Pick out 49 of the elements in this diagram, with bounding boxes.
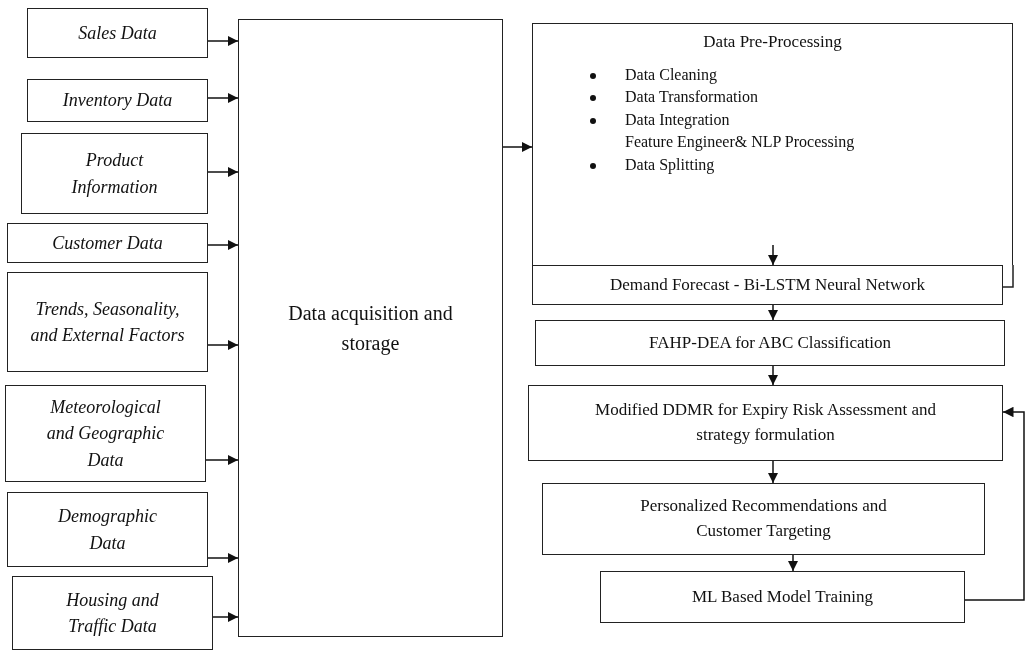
arrow: [787, 554, 799, 572]
box-label: FAHP-DEA for ABC Classification: [649, 331, 891, 354]
box-label: Meteorological and Geographic Data: [45, 396, 166, 472]
data-source-box: [21, 133, 208, 214]
box-label: Inventory Data: [62, 89, 173, 113]
list-item-text: Data Splitting: [625, 155, 715, 173]
box-label: Customer Data: [52, 231, 163, 255]
data-source-box: [27, 8, 208, 58]
box-label: Personalized Recommendations and Customer Targeting: [639, 495, 888, 542]
process-box: [238, 19, 503, 637]
list-item-text: Data Integration: [625, 110, 730, 128]
arrow: [205, 454, 239, 466]
arrow: [212, 611, 239, 623]
arrow: [502, 141, 533, 153]
process-box: [600, 571, 965, 623]
box-label: ML Based Model Training: [691, 585, 874, 608]
box-label: Data acquisition and storage: [287, 301, 454, 357]
data-source-box: [5, 385, 206, 482]
list-item-text: Data Transformation: [625, 88, 758, 106]
arrow: [207, 35, 239, 47]
arrow: [767, 304, 779, 321]
list-item-text: Feature Engineer& NLP Processing: [625, 133, 855, 151]
arrow: [207, 552, 239, 564]
process-box: [532, 265, 1003, 305]
data-source-box: [27, 79, 208, 122]
arrow: [207, 239, 239, 251]
data-source-box: [7, 272, 208, 372]
process-box: [542, 483, 985, 555]
box-label: Sales Data: [78, 21, 157, 45]
arrow: [207, 339, 239, 351]
arrow: [964, 406, 1025, 601]
panel-heading: Data Pre-Processing: [703, 32, 842, 51]
box-label: Housing and Traffic Data: [65, 588, 160, 638]
list-item-text: Data Cleaning: [625, 66, 717, 83]
arrow: [207, 166, 239, 178]
box-label: Demand Forecast - Bi-LSTM Neural Network: [610, 273, 925, 296]
data-source-box: [12, 576, 213, 650]
box-label: Demographic Data: [57, 505, 158, 555]
box-label: Product Information: [70, 149, 159, 199]
box-label: Trends, Seasonality, and External Factors: [29, 297, 186, 347]
box-label: Modified DDMR for Expiry Risk Assessment and strategy formulation: [594, 399, 937, 446]
data-source-box: [7, 492, 208, 567]
process-box: [528, 385, 1003, 461]
arrow: [207, 92, 239, 104]
arrow: [767, 460, 779, 484]
arrow: [767, 365, 779, 386]
arrow: [767, 244, 779, 266]
process-box: [535, 320, 1005, 366]
data-source-box: [7, 223, 208, 263]
